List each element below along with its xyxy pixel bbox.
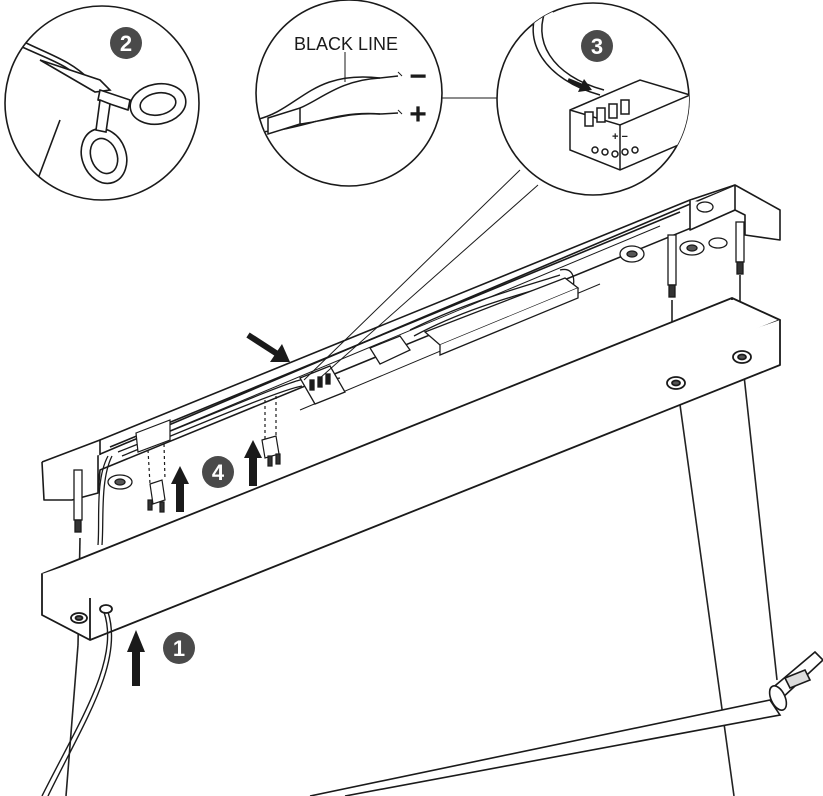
luminaire-body [41, 297, 781, 641]
power-cord [41, 611, 113, 796]
step-arrows [127, 440, 262, 686]
step-badge-1: 1 [163, 632, 195, 664]
driver-box [299, 277, 580, 405]
step-number-3: 3 [591, 34, 603, 59]
step-number-1: 1 [173, 636, 185, 661]
detail-terminal: + − [496, 2, 690, 196]
brackets-and-screws [135, 396, 281, 513]
step-badge-3: 3 [581, 30, 613, 62]
step-number-4: 4 [212, 460, 225, 485]
detail-leader-lines [303, 97, 539, 381]
detail-cutter [4, 5, 200, 201]
minus-sign: − [409, 60, 427, 93]
step-number-2: 2 [120, 31, 132, 56]
grippers [73, 201, 745, 533]
terminal-polarity-marks: + − [612, 131, 628, 143]
step-badge-4: 4 [202, 456, 234, 488]
plus-sign: + [409, 98, 427, 131]
detail-black-line: BLACK LINE − + [255, 0, 443, 187]
pointer-arrow [246, 332, 290, 362]
suspension-cables [65, 275, 778, 796]
diffuser-tube [309, 650, 823, 796]
step-badge-2: 2 [110, 27, 142, 59]
black-line-label: BLACK LINE [294, 34, 398, 54]
